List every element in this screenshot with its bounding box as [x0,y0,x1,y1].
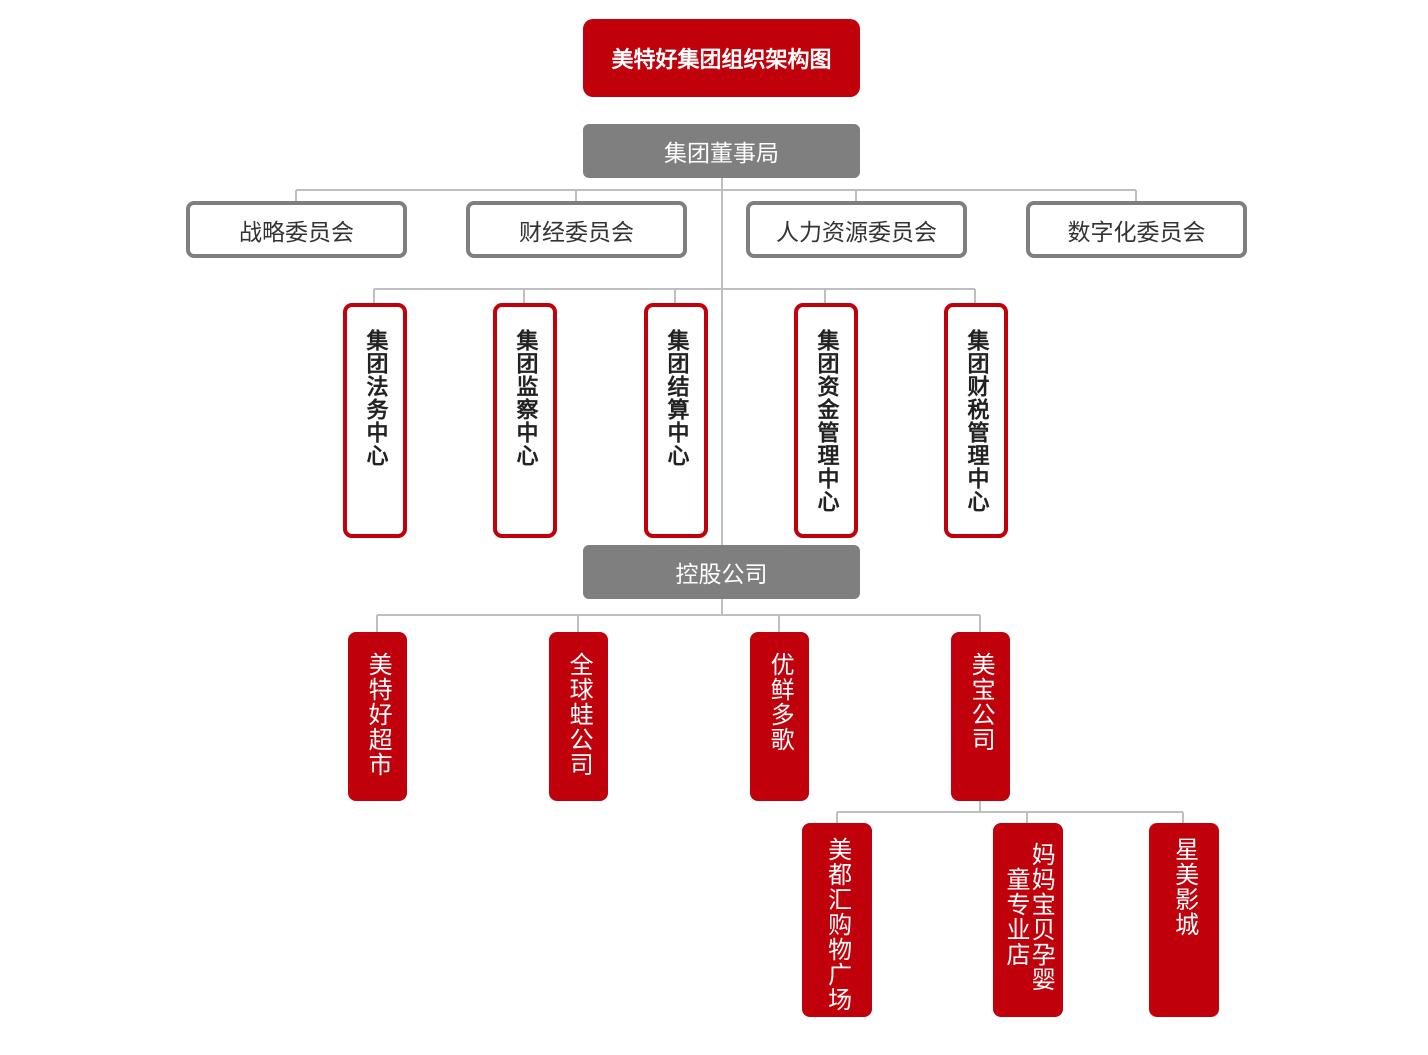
store-label: 美都汇购物广场 [823,837,852,1012]
subsidiary-globalfrog: 全球蛙公司 [549,632,608,801]
center-tax: 集团财税管理中心 [944,303,1008,538]
holding-label: 控股公司 [675,562,768,588]
store-mamababy: 妈妈宝贝孕婴童专业店 [993,823,1063,1017]
chart-title: 美特好集团组织架构图 [583,19,860,97]
board-box: 集团董事局 [583,124,860,178]
subsidiary-label: 美特好超市 [364,652,393,777]
committee-digital: 数字化委员会 [1026,201,1247,258]
store-label: 妈妈宝贝孕婴童专业店 [1002,842,1056,992]
center-label: 集团资金管理中心 [813,329,839,513]
subsidiary-label: 优鲜多歌 [766,652,795,752]
subsidiary-label: 全球蛙公司 [565,652,594,777]
committee-label: 战略委员会 [239,219,354,246]
committee-strategy: 战略委员会 [186,201,407,258]
board-label: 集团董事局 [664,141,779,167]
chart-title-text: 美特好集团组织架构图 [611,48,832,73]
committee-label: 人力资源委员会 [776,219,937,246]
center-supervision: 集团监察中心 [493,303,557,538]
store-xingmei: 星美影城 [1149,823,1219,1017]
center-label: 集团监察中心 [512,329,538,467]
committee-hr: 人力资源委员会 [746,201,967,258]
center-label: 集团法务中心 [362,329,388,467]
subsidiary-meibao: 美宝公司 [951,632,1010,801]
subsidiary-youxian: 优鲜多歌 [750,632,809,801]
committee-finance: 财经委员会 [466,201,687,258]
center-label: 集团结算中心 [663,329,689,467]
center-treasury: 集团资金管理中心 [794,303,858,538]
committee-label: 数字化委员会 [1067,219,1206,246]
store-label: 星美影城 [1170,837,1199,937]
subsidiary-metehao: 美特好超市 [348,632,407,801]
store-meiduhui: 美都汇购物广场 [802,823,872,1017]
subsidiary-label: 美宝公司 [967,652,996,752]
center-settlement: 集团结算中心 [644,303,708,538]
center-label: 集团财税管理中心 [963,329,989,513]
holding-box: 控股公司 [583,545,860,599]
center-legal: 集团法务中心 [343,303,407,538]
committee-label: 财经委员会 [519,219,634,246]
